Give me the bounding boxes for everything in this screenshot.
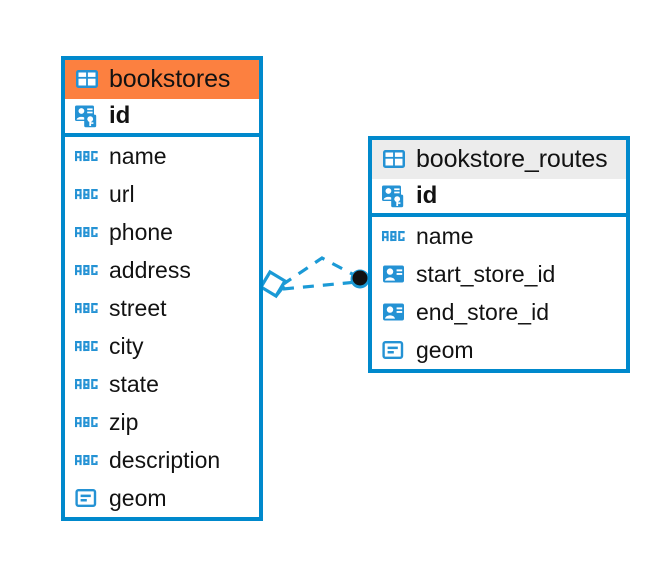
field-row-state[interactable]: state: [65, 365, 259, 403]
field-label-name: name: [109, 142, 167, 169]
field-label-geom: geom: [109, 484, 167, 511]
field-row-id[interactable]: id: [372, 179, 626, 217]
abc-text-icon: [75, 340, 98, 351]
field-row-geom[interactable]: geom: [372, 331, 626, 369]
abc-text-icon: [75, 378, 98, 389]
field-label-phone: phone: [109, 218, 173, 245]
field-row-name[interactable]: name: [65, 137, 259, 175]
field-label-zip: zip: [109, 408, 139, 435]
field-label-end-store-id: end_store_id: [416, 298, 549, 325]
table-icon: [76, 70, 98, 88]
field-row-name[interactable]: name: [372, 217, 626, 255]
abc-text-icon: [75, 150, 98, 161]
field-label-state: state: [109, 370, 159, 397]
entity-header-bookstores[interactable]: bookstores: [65, 60, 259, 99]
field-row-geom[interactable]: geom: [65, 479, 259, 517]
geometry-icon: [75, 488, 97, 507]
field-label-street: street: [109, 294, 167, 321]
entity-title-bookstore-routes: bookstore_routes: [416, 145, 608, 173]
field-row-street[interactable]: street: [65, 289, 259, 327]
entity-title-bookstores: bookstores: [109, 65, 231, 93]
relationship-diamond-marker: [258, 269, 288, 299]
abc-text-icon: [75, 188, 98, 199]
abc-text-icon: [75, 264, 98, 275]
field-label-name: name: [416, 222, 474, 249]
field-row-start-store-id[interactable]: start_store_id: [372, 255, 626, 293]
field-label-id: id: [416, 181, 438, 209]
field-label-address: address: [109, 256, 191, 283]
field-row-address[interactable]: address: [65, 251, 259, 289]
foreign-key-icon: [383, 303, 404, 320]
field-label-geom: geom: [416, 336, 474, 363]
field-row-end-store-id[interactable]: end_store_id: [372, 293, 626, 331]
field-row-id[interactable]: id: [65, 99, 259, 137]
entity-table-bookstore-routes[interactable]: bookstore_routes id: [368, 136, 630, 373]
field-label-url: url: [109, 180, 135, 207]
abc-text-icon: [75, 226, 98, 237]
entity-header-bookstore-routes[interactable]: bookstore_routes: [372, 140, 626, 179]
field-row-url[interactable]: url: [65, 175, 259, 213]
primary-key-icon: [382, 185, 404, 207]
field-label-id: id: [109, 101, 131, 129]
abc-text-icon: [75, 416, 98, 427]
field-label-start-store-id: start_store_id: [416, 260, 556, 287]
abc-text-icon: [75, 302, 98, 313]
entity-table-bookstores[interactable]: bookstores id: [61, 56, 263, 521]
table-icon: [383, 150, 405, 168]
primary-key-icon: [75, 105, 97, 127]
field-row-phone[interactable]: phone: [65, 213, 259, 251]
field-row-city[interactable]: city: [65, 327, 259, 365]
foreign-key-icon: [383, 265, 404, 282]
field-label-description: description: [109, 446, 221, 473]
field-row-zip[interactable]: zip: [65, 403, 259, 441]
relationship-dot-marker: [350, 269, 370, 289]
field-label-city: city: [109, 332, 144, 359]
abc-text-icon: [382, 230, 405, 241]
field-row-description[interactable]: description: [65, 441, 259, 479]
abc-text-icon: [75, 454, 98, 465]
relationship-line-upper: [281, 256, 359, 287]
geometry-icon: [382, 340, 404, 359]
relationship-line-lower: [282, 280, 358, 291]
